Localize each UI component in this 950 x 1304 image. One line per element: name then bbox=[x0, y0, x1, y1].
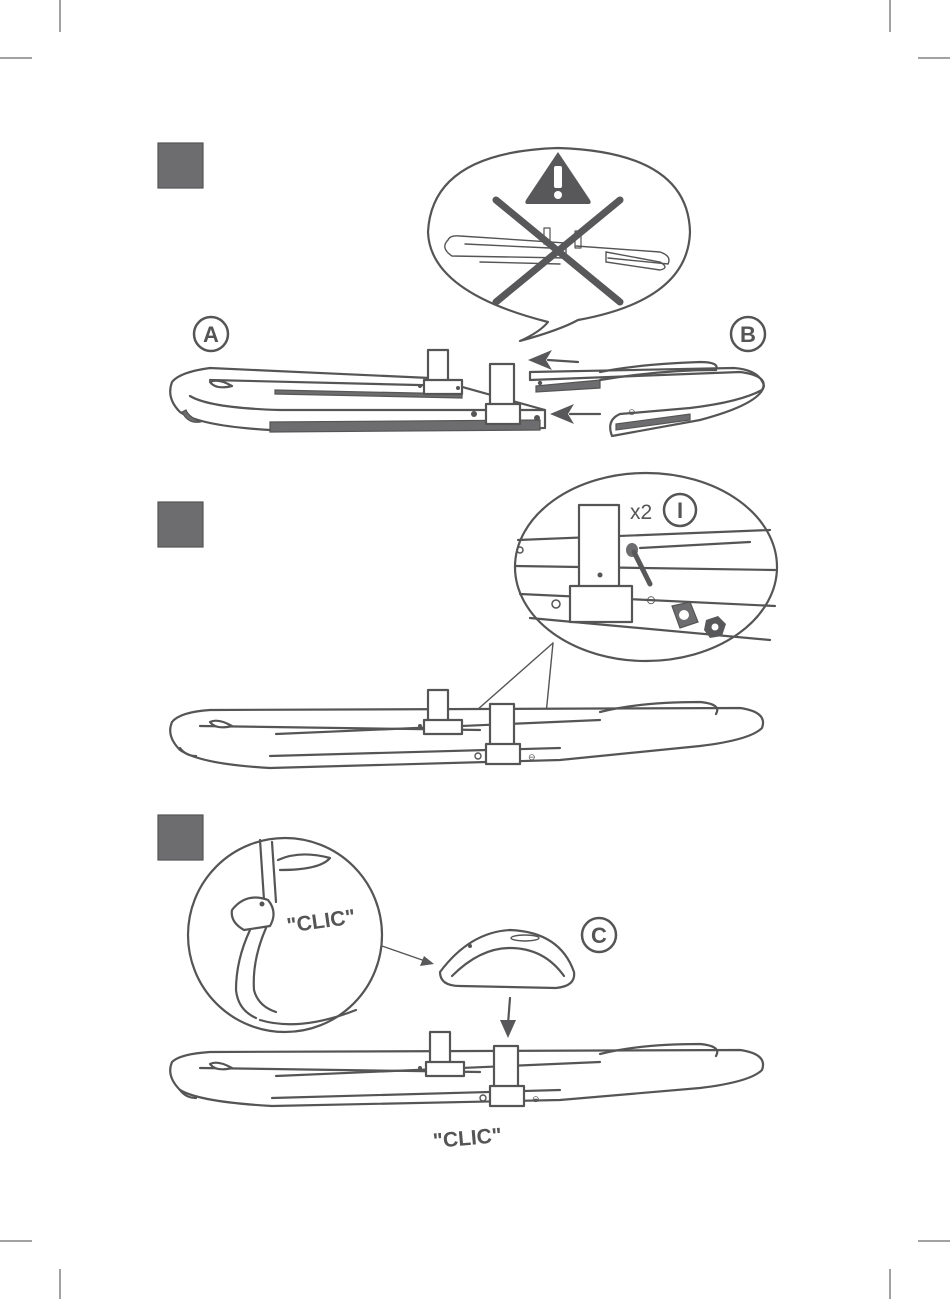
frame-assembled-step-2: ⊖ bbox=[170, 690, 763, 768]
keyhole-icon: ⊖ bbox=[532, 1094, 540, 1104]
top-cover-part-c: C bbox=[440, 918, 616, 988]
frame-part-a bbox=[170, 350, 545, 432]
frame-part-b: ⊖ bbox=[530, 362, 764, 436]
part-label-a: A bbox=[194, 317, 228, 351]
part-label-i: I bbox=[664, 494, 696, 526]
clic-detail-zoom: "CLIC" bbox=[188, 838, 434, 1032]
warning-bubble bbox=[428, 148, 690, 341]
part-label-c-text: C bbox=[591, 923, 607, 948]
part-label-c: C bbox=[582, 918, 616, 952]
frame-assembled-step-3: ⊖ bbox=[170, 1032, 763, 1106]
part-label-a-text: A bbox=[203, 322, 219, 347]
step-3-number-box bbox=[158, 815, 203, 860]
clic-caption: "CLIC" bbox=[432, 1124, 503, 1153]
keyhole-icon: ⊖ bbox=[628, 407, 636, 417]
part-label-i-text: I bbox=[677, 498, 683, 523]
step-1: A B bbox=[158, 143, 765, 436]
down-arrow-icon bbox=[500, 998, 516, 1038]
step-2: ⊖ x2 I bbox=[158, 473, 777, 768]
part-label-b-text: B bbox=[740, 322, 756, 347]
keyhole-icon: ⊖ bbox=[646, 593, 656, 607]
keyhole-icon: ⊖ bbox=[528, 752, 536, 762]
quantity-label: x2 bbox=[630, 501, 652, 524]
detail-zoom: ⊖ x2 I bbox=[515, 473, 777, 661]
step-2-number-box bbox=[158, 502, 203, 547]
step-1-number-box bbox=[158, 143, 203, 188]
part-label-b: B bbox=[731, 317, 765, 351]
step-3: "CLIC" C bbox=[158, 815, 763, 1153]
